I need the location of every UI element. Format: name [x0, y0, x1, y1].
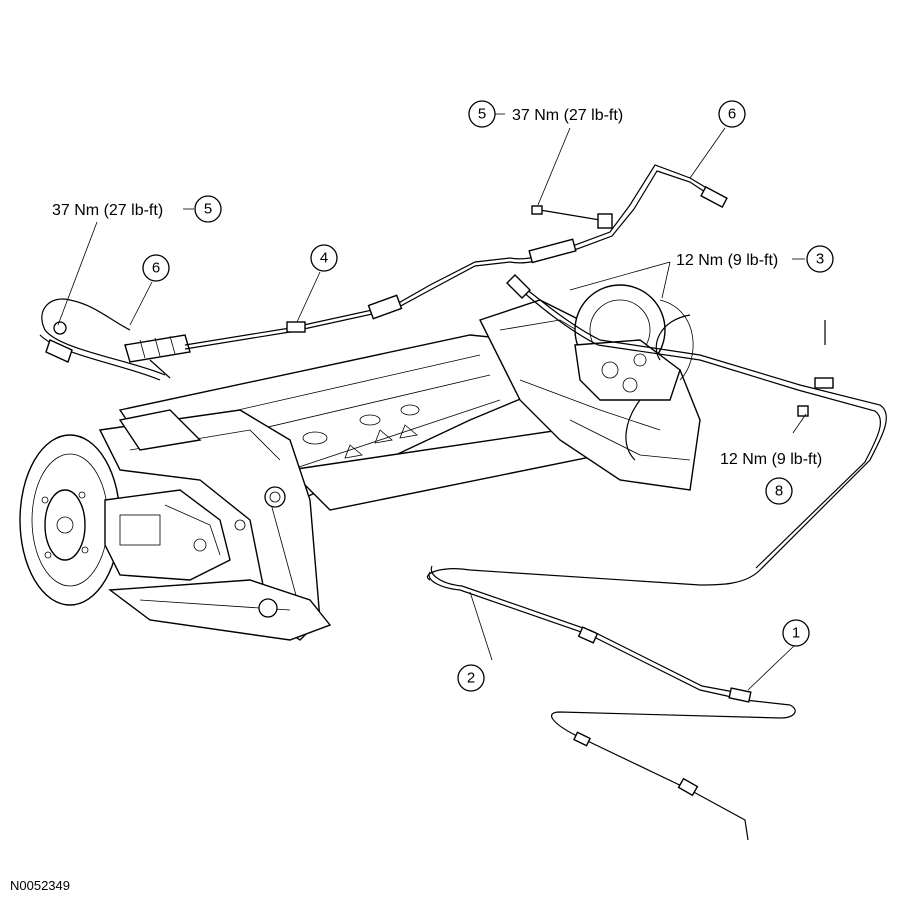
callout-3: 12 Nm (9 lb-ft) 3 [676, 245, 834, 273]
callout-5-left-spec: 37 Nm (27 lb-ft) [52, 202, 163, 219]
callout-5-left-circle [194, 195, 222, 223]
callout-4-circle [310, 244, 338, 272]
callout-2: 2 [457, 664, 485, 692]
rear-subframe-assembly [19, 284, 701, 641]
callout-3-number: 3 [816, 251, 824, 268]
callout-8-circle [765, 477, 793, 505]
callout-4: 4 [310, 244, 338, 272]
callout-1-number: 1 [792, 625, 800, 642]
callout-5-top: 5 37 Nm (27 lb-ft) [468, 100, 623, 128]
callout-7-circle [718, 100, 746, 128]
callout-6-circle [142, 254, 170, 282]
callout-5-left-number: 5 [204, 201, 212, 218]
callout-3-circle [806, 245, 834, 273]
callout-3-spec: 12 Nm (9 lb-ft) [676, 252, 778, 269]
callout-7: 6 [718, 100, 746, 128]
callout-2-number: 2 [467, 670, 475, 687]
leader-lines [57, 113, 807, 691]
callout-6-number: 6 [152, 260, 160, 277]
callout-5-top-spec: 37 Nm (27 lb-ft) [512, 107, 623, 124]
parking-brake-cables [39, 164, 887, 841]
callout-4-number: 4 [320, 250, 328, 267]
callout-5-top-circle [468, 100, 496, 128]
reference-code: N0052349 [10, 878, 70, 893]
callout-8: 12 Nm (9 lb-ft) 8 [720, 451, 822, 505]
callout-8-spec: 12 Nm (9 lb-ft) [720, 451, 822, 468]
callout-7-number: 6 [728, 106, 736, 123]
callout-1-circle [782, 619, 810, 647]
callout-1: 1 [782, 619, 810, 647]
callout-5-left: 37 Nm (27 lb-ft) 5 [52, 195, 222, 223]
callout-2-circle [457, 664, 485, 692]
callout-5-top-number: 5 [478, 106, 486, 123]
callout-6: 6 [142, 254, 170, 282]
callout-8-number: 8 [775, 483, 783, 500]
